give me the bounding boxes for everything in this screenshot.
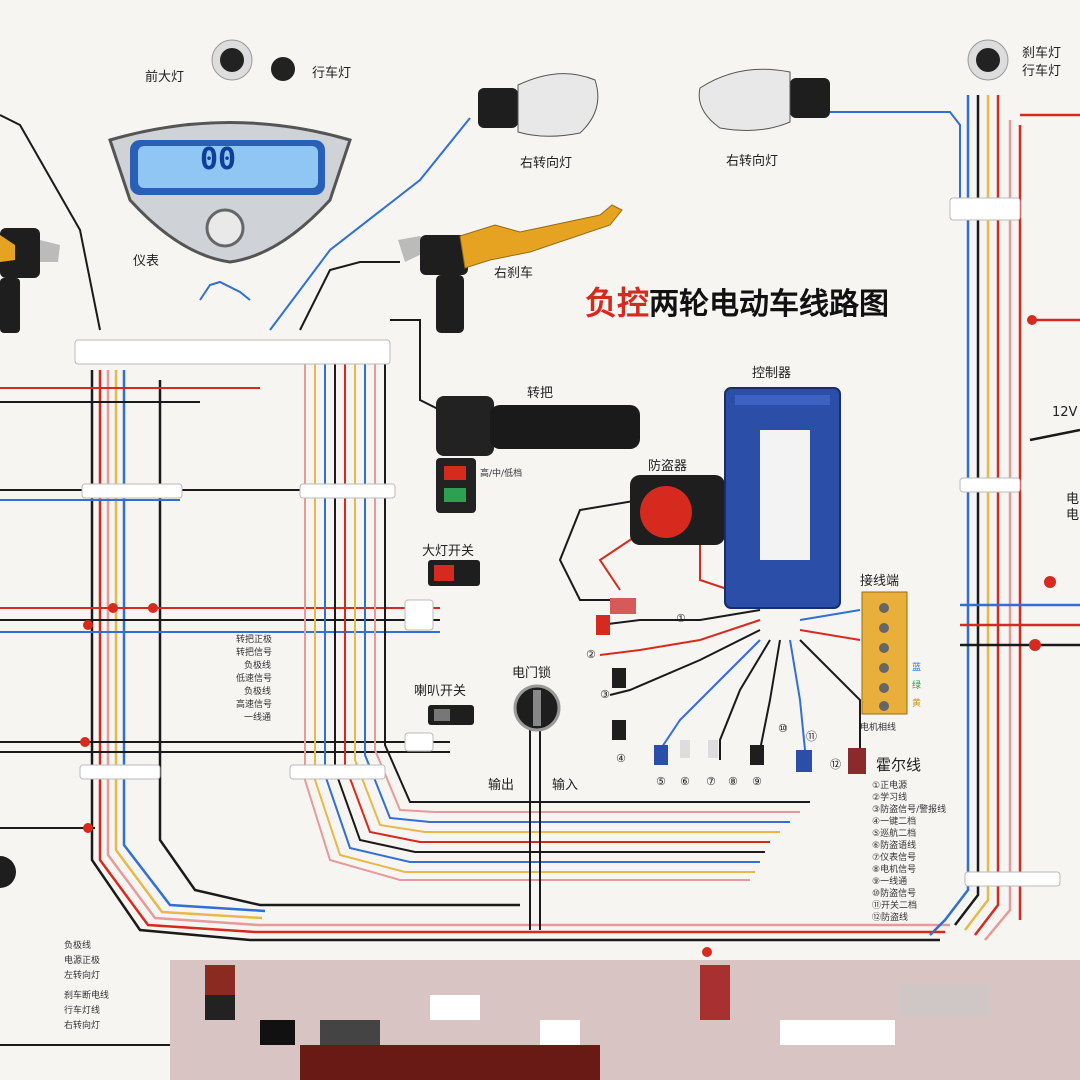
label-horn-switch: 喇叭开关: [414, 684, 467, 699]
label-brake-light-1: 刹车灯: [1022, 46, 1062, 61]
connector-strips: [74, 197, 1061, 887]
horn-switch-icon: [428, 705, 474, 725]
connector-number: ⑥: [680, 775, 690, 788]
hall-list-item: ①正电源: [872, 781, 908, 791]
hall-list-item: ⑨一线通: [872, 877, 908, 887]
label-key-switch: 电门锁: [512, 666, 552, 681]
connector-number: ⑦: [706, 775, 716, 788]
left-list-item: 负极线: [244, 661, 272, 671]
middle-wire-bundle: [304, 345, 810, 881]
right-wire-bundle: [929, 95, 1080, 941]
connector-number: ⑨: [752, 775, 762, 788]
left-list-item: 高速信号: [236, 700, 273, 710]
horn-icon: [0, 856, 16, 888]
label-meter: 仪表: [133, 254, 160, 269]
hall-list-item: ⑫防盗线: [872, 913, 909, 923]
anti-theft-alarm-icon: [630, 475, 725, 545]
bottom-left-list-item: 刹车断电线: [64, 991, 110, 1001]
label-headlight-switch: 大灯开关: [422, 544, 475, 559]
connector-number: ①: [676, 612, 686, 625]
hall-list-item: ③防盗信号/警报线: [872, 805, 947, 815]
left-list-item: 负极线: [244, 687, 272, 697]
label-headlight: 前大灯: [145, 70, 185, 85]
running-light-knob-icon: [271, 57, 295, 81]
label-right-brake: 右刹车: [494, 266, 534, 281]
hall-list-item: ⑦仪表信号: [872, 853, 917, 863]
top-wires: [0, 111, 961, 411]
key-switch-icon: [513, 684, 561, 732]
terminal-color-green: 绿: [912, 681, 922, 691]
right-brake-lever-icon: [398, 204, 623, 333]
terminal-color-yellow: 黄: [912, 699, 922, 709]
label-right-turn-b: 右转向灯: [726, 154, 779, 169]
label-throttle: 转把: [527, 386, 554, 401]
left-brake-lever-icon: [0, 228, 60, 333]
label-brake-light-2: 行车灯: [1022, 64, 1062, 79]
junction-dots: [80, 315, 1056, 957]
hall-list-item: ⑤巡航二档: [872, 829, 917, 839]
throttle-grip-icon: [436, 396, 640, 513]
bottom-left-list-item: 电源正极: [64, 956, 101, 966]
label-gear-switch: 高/中/低档: [480, 469, 523, 479]
hall-list-item: ⑥防盗语线: [872, 841, 917, 851]
controller-icon: [724, 387, 841, 609]
hall-list-item: ②学习线: [872, 793, 908, 803]
brand-text: 负控: [585, 284, 650, 322]
right-edge-label-1: 电: [1066, 492, 1080, 507]
label-motor-phase: 电机相线: [860, 723, 897, 733]
headlight-knob-icon: [211, 39, 253, 81]
connector-number: ②: [586, 648, 596, 661]
bottom-left-list-item: 负极线: [64, 941, 92, 951]
label-running-light: 行车灯: [312, 66, 352, 81]
connector-number: ⑩: [778, 722, 788, 735]
connector-number: ⑪: [806, 730, 817, 743]
brake-light-knob-icon: [967, 39, 1009, 81]
hall-list-item: ⑪开关二档: [872, 901, 918, 911]
connector-number: ④: [616, 752, 626, 765]
label-terminal: 接线端: [860, 574, 900, 589]
controller-plugs: [596, 598, 866, 774]
connector-number: ③: [600, 688, 610, 701]
label-12v: 12V: [1052, 405, 1078, 420]
label-input: 输入: [552, 778, 579, 793]
left-list-item: 转把正极: [236, 635, 273, 645]
label-controller: 控制器: [752, 366, 792, 381]
right-turn-signal-a-icon: [478, 73, 599, 137]
headlight-switch-icon: [428, 560, 480, 586]
label-right-turn-a: 右转向灯: [520, 156, 573, 171]
blurred-strip: [170, 960, 1080, 1080]
right-turn-signal-b-icon: [698, 68, 830, 131]
bottom-left-list-item: 左转向灯: [64, 971, 101, 981]
right-edge-label-2: 电: [1066, 508, 1080, 523]
diagram-title: 负控两轮电动车线路图: [585, 278, 889, 324]
connector-number: ⑫: [830, 758, 841, 771]
title-text: 两轮电动车线路图: [649, 287, 890, 322]
terminal-block-icon: [861, 591, 908, 715]
meter-icon: [108, 121, 352, 264]
label-output: 输出: [488, 778, 515, 793]
bottom-left-list-item: 行车灯线: [64, 1006, 101, 1016]
terminal-color-blue: 蓝: [912, 663, 922, 673]
label-anti-theft: 防盗器: [648, 459, 688, 474]
left-list-item: 一线通: [244, 713, 272, 723]
hall-list-item: ④一键二档: [872, 817, 917, 827]
connector-number: ⑧: [728, 775, 738, 788]
bottom-left-list-item: 右转向灯: [64, 1021, 101, 1031]
hall-list-item: ⑩防盗信号: [872, 889, 917, 899]
meter-readout: 00: [200, 142, 237, 177]
label-hall: 霍尔线: [876, 756, 922, 774]
left-list-item: 转把信号: [236, 648, 273, 658]
hall-list-item: ⑧电机信号: [872, 865, 917, 875]
connector-number: ⑤: [656, 775, 666, 788]
left-list-item: 低速信号: [236, 674, 273, 684]
